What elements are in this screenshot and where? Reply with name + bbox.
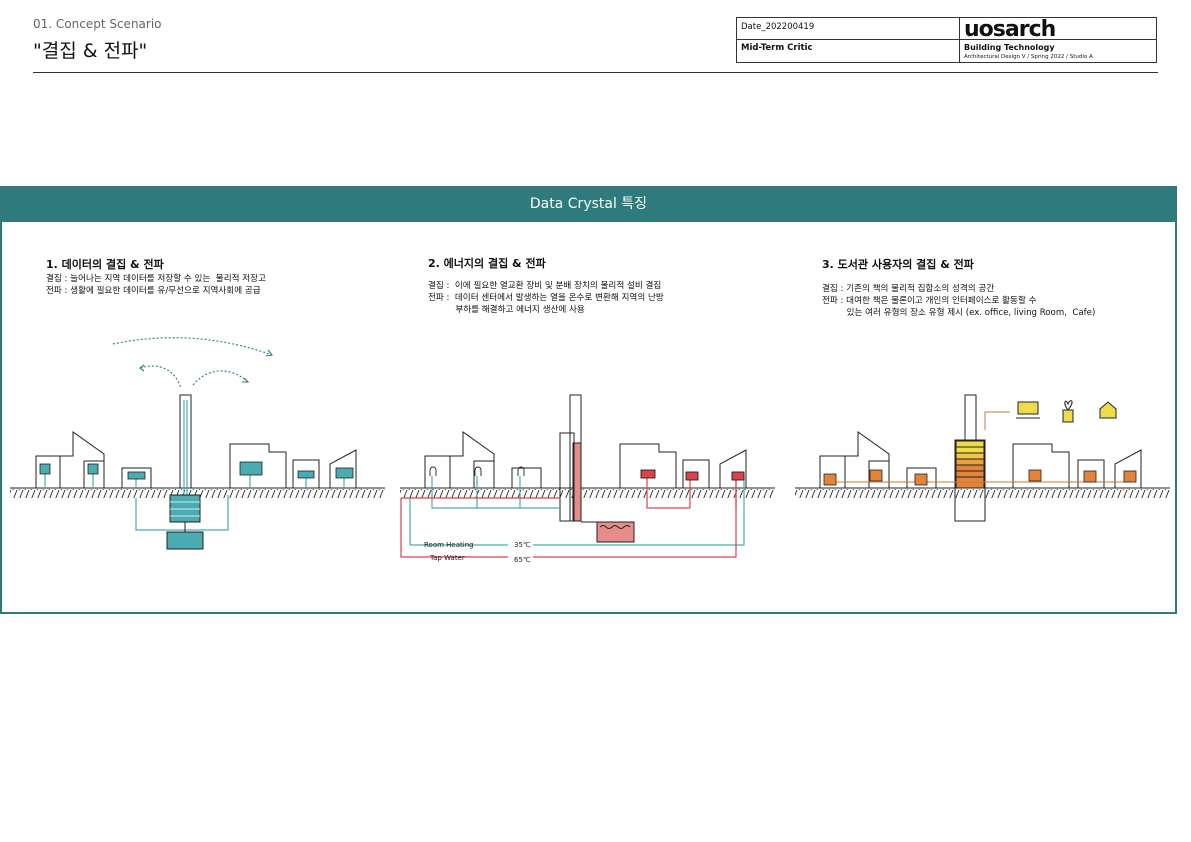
title-block-divider — [959, 18, 960, 62]
device-icon — [335, 467, 354, 479]
section-1-heading: 1. 데이터의 결집 & 전파 — [46, 258, 164, 271]
section-2-line-3: 부하를 해결하고 에너지 생산에 사용 — [428, 305, 585, 315]
page-subtitle: 01. Concept Scenario — [33, 17, 162, 31]
building — [229, 443, 287, 488]
page-title: "결집 & 전파" — [33, 40, 148, 62]
course-title: Building Technology — [964, 43, 1055, 52]
building — [292, 459, 320, 488]
home-icon — [1099, 401, 1117, 419]
ground-hatch — [10, 489, 385, 498]
signal-arc — [112, 337, 273, 356]
ground-hatch — [795, 489, 1170, 498]
plant-icon — [1062, 409, 1074, 423]
device-icon — [87, 463, 99, 475]
signal-arc — [192, 370, 249, 386]
diagram-data-distribution — [10, 337, 385, 550]
data-crystal-panel: Data Crystal 특징 — [0, 186, 1177, 614]
diagram-energy — [400, 394, 775, 558]
book-spot-icon — [1028, 469, 1042, 482]
device-icon — [127, 471, 146, 480]
header-rule — [33, 72, 1158, 73]
uosarch-logo: uosarch — [964, 17, 1056, 42]
book-spot-icon — [914, 473, 928, 486]
legend-tap-water: Tap Water — [429, 554, 465, 562]
building — [121, 467, 152, 488]
ground-hatch — [400, 489, 775, 498]
storage-box — [166, 531, 204, 550]
title-block-rule — [737, 39, 959, 40]
building — [329, 449, 357, 488]
legend-room-heating: Room Heating — [424, 541, 474, 549]
building — [83, 460, 104, 488]
book-spot-icon — [1123, 470, 1137, 483]
date-label: Date_202200419 — [741, 22, 815, 32]
device-icon — [39, 463, 51, 475]
section-2-line-1: 결집 : 이에 필요한 열교환 장비 및 분배 장치의 물리적 설비 결집 — [428, 281, 662, 291]
monitor-icon — [239, 461, 263, 476]
building — [59, 431, 105, 488]
section-3-line-1: 결집 : 기존의 책의 물리적 집합소의 성격의 공간 — [822, 284, 995, 294]
book-spot-icon — [823, 473, 837, 486]
section-1-line-2: 전파 : 생활에 필요한 데이터를 유/무선으로 지역사회에 공급 — [46, 286, 261, 296]
title-block: Date_202200419 Mid-Term Critic uosarch B… — [736, 17, 1157, 63]
server-rack — [169, 494, 201, 523]
section-3-line-3: 있는 여러 유형의 장소 유형 제시 (ex. office, living R… — [822, 308, 1096, 318]
section-1-line-1: 결집 : 늘어나는 지역 데이터를 저장할 수 있는 물리적 저장고 — [46, 274, 266, 284]
course-subtitle: Architectural Design V / Spring 2022 / S… — [964, 54, 1093, 60]
section-2-line-2: 전파 : 데이터 센터에서 발생하는 열을 온수로 변환해 지역의 난방 — [428, 293, 664, 303]
section-2-heading: 2. 에너지의 결집 & 전파 — [428, 257, 546, 270]
review-label: Mid-Term Critic — [741, 43, 813, 53]
section-3-heading: 3. 도서관 사용자의 결집 & 전파 — [822, 258, 974, 271]
tower — [179, 394, 192, 489]
book-spot-icon — [1083, 470, 1097, 483]
book-spot-icon — [869, 469, 883, 482]
office-icon — [1017, 401, 1039, 415]
panel-title: Data Crystal 특징 — [2, 188, 1175, 222]
device-icon — [297, 470, 315, 479]
legend-temp-heating: 35℃ — [514, 541, 531, 549]
title-block-rule-2 — [959, 39, 1156, 40]
section-3-line-2: 전파 : 대여한 책은 물론이고 개인의 인터페이스로 활동할 수 — [822, 296, 1037, 306]
diagram-library — [795, 394, 1170, 522]
signal-arc — [139, 365, 182, 389]
legend-temp-tap: 65℃ — [514, 556, 531, 564]
